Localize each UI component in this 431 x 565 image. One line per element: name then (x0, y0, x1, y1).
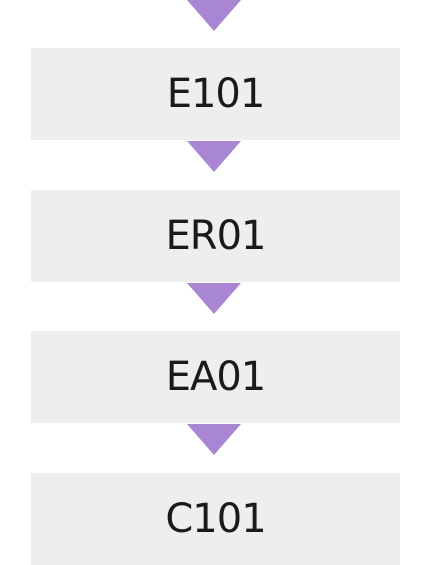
step-box-4: C101 (31, 473, 400, 565)
arrow-down-icon-3 (187, 424, 241, 455)
step-label-1: E101 (166, 71, 266, 117)
arrow-down-icon-1 (187, 141, 241, 172)
step-label-4: C101 (165, 496, 266, 542)
step-label-3: EA01 (165, 354, 267, 400)
step-box-3: EA01 (31, 331, 400, 423)
step-label-2: ER01 (165, 213, 267, 259)
step-box-2: ER01 (31, 190, 400, 282)
arrow-down-icon-top (187, 0, 241, 31)
step-box-1: E101 (31, 48, 400, 140)
arrow-down-icon-2 (187, 283, 241, 314)
